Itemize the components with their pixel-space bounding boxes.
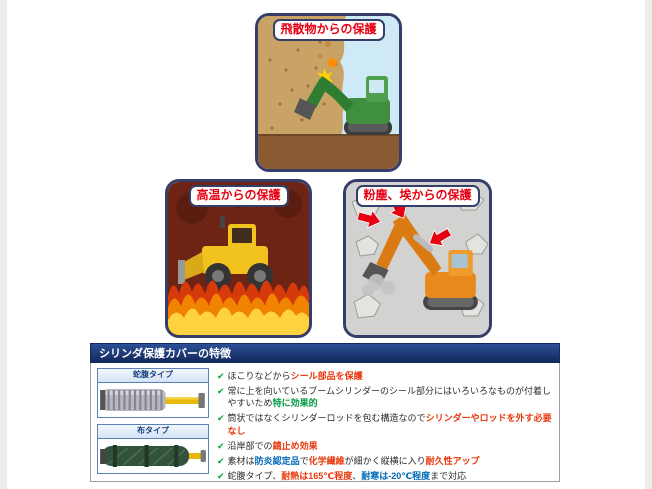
check-icon: ✔ [217,440,225,451]
cloth-cover-image [98,438,208,473]
green-excavator [294,76,392,135]
dust-illustration [346,182,489,335]
bullet-text: 沿岸部での錆止め効果 [227,440,318,451]
check-icon: ✔ [217,470,225,481]
feature-bullet: ✔沿岸部での錆止め効果 [217,440,553,452]
feature-bullet: ✔ほこりなどからシール部品を保護 [217,370,553,382]
flames [168,280,309,335]
bullet-text: ほこりなどからシール部品を保護 [227,371,363,381]
product-thumbnails: 蛇腹タイプ 布タイプ [97,368,209,476]
panel-debris: 飛散物からの保護 [255,13,402,172]
debris-illustration [258,16,399,169]
feature-bullet: ✔常に上を向いているブームシリンダーのシール部分にはいろいろなものが付着しやすい… [217,385,553,409]
dust-puffs [362,274,396,296]
product-cloth-label: 布タイプ [98,424,208,439]
panel-heat-title: 高温からの保護 [188,185,289,207]
check-icon: ✔ [217,386,225,397]
feature-bullets: ✔ほこりなどからシール部品を保護✔常に上を向いているブームシリンダーのシール部分… [209,368,553,481]
feature-bullet: ✔蛇腹タイプ、耐熱は165℃程度、耐寒は-20℃程度まで対応 [217,470,553,482]
features-body: 蛇腹タイプ 布タイプ [90,363,560,482]
product-bellows-label: 蛇腹タイプ [98,369,208,383]
heat-illustration [168,182,309,335]
red-arrows [356,195,453,247]
panel-dust: 粉塵、埃からの保護 [343,179,492,338]
panel-debris-title: 飛散物からの保護 [272,19,385,41]
panel-heat: 高温からの保護 [165,179,312,338]
orange-excavator [362,214,478,310]
bullet-text: 筒状ではなくシリンダーロッドを包む構造なのでシリンダーやロッドを外す必要なし [227,413,552,436]
bullet-text: 蛇腹タイプ、耐熱は165℃程度、耐寒は-20℃程度まで対応 [227,470,467,481]
feature-bullet: ✔筒状ではなくシリンダーロッドを包む構造なのでシリンダーやロッドを外す必要なし [217,412,553,436]
feature-bullet-list: ✔ほこりなどからシール部品を保護✔常に上を向いているブームシリンダーのシール部分… [217,370,553,482]
bellows-cover-image [98,382,208,417]
check-icon: ✔ [217,413,225,424]
product-bellows: 蛇腹タイプ [97,368,209,418]
check-icon: ✔ [217,455,225,466]
bullet-text: 常に上を向いているブームシリンダーのシール部分にはいろいろなものが付着しやすいた… [227,386,552,409]
bullet-text: 素材は防炎認定品で化学繊維が細かく縦横に入り耐久性アップ [227,455,480,466]
panel-dust-title: 粉塵、埃からの保護 [355,185,480,207]
yellow-loader [178,216,273,289]
feature-bullet: ✔素材は防炎認定品で化学繊維が細かく縦横に入り耐久性アップ [217,455,553,467]
product-cloth: 布タイプ [97,423,209,474]
features-header: シリンダ保護カバーの特徴 [90,343,560,363]
check-icon: ✔ [217,371,225,381]
